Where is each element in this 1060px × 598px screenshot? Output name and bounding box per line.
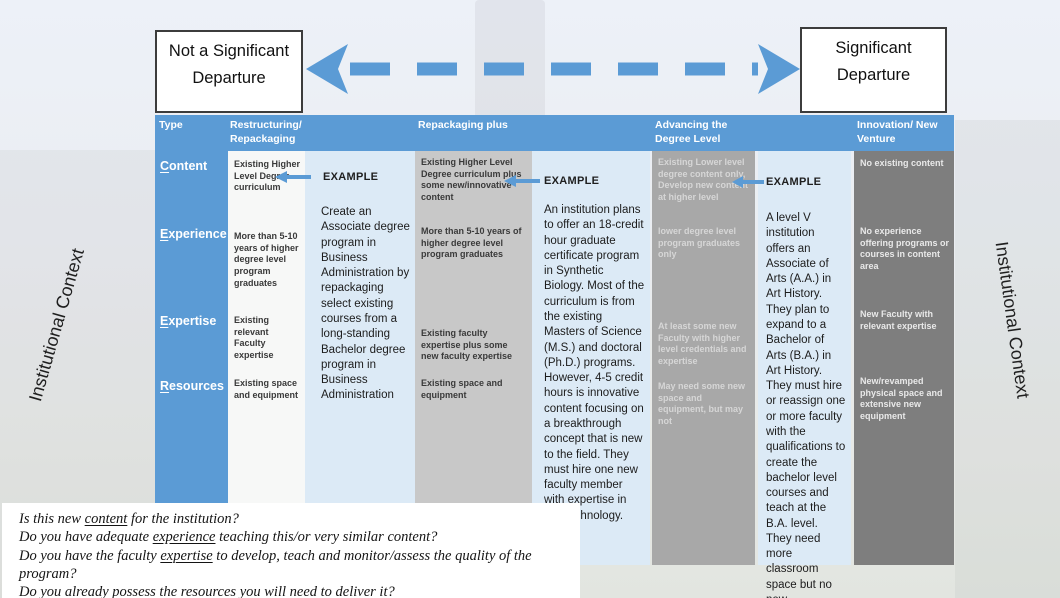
cell-content: Existing Higher Level Degree curriculum … — [421, 157, 522, 203]
header-restructuring-repackaging: Restructuring/ Repackaging — [230, 119, 302, 145]
header-type: Type — [159, 119, 183, 131]
row-label-experience: Experience — [160, 227, 227, 241]
cell-resources: May need some new space and equipment, b… — [658, 381, 746, 427]
cell-experience: lower degree level program graduates onl… — [658, 226, 741, 260]
cell-expertise: Existing faculty expertise plus some new… — [421, 328, 513, 362]
institutional-context-label-right: Institutional Context — [991, 240, 1034, 400]
header-advancing-degree-level: Advancing the Degree Level — [655, 119, 728, 145]
example-text: A level V institution offers an Associat… — [766, 212, 846, 598]
cell-expertise: At least some new Faculty with higher le… — [658, 321, 747, 367]
row-label-resources: Resources — [160, 379, 224, 393]
significant-departure-label: Significant Departure — [835, 39, 912, 84]
example-heading: EXAMPLE — [323, 171, 379, 183]
cell-expertise: Existing relevant Faculty expertise — [234, 315, 274, 361]
cell-resources: Existing space and equipment — [421, 378, 503, 400]
question-expertise: Do you have the faculty expertise to dev… — [19, 547, 532, 582]
row-label-expertise: Expertise — [160, 314, 217, 328]
example-pointer-arrow-icon — [504, 175, 540, 187]
column-advancing-degree-level: Existing Lower level degree content only… — [652, 151, 755, 565]
column-repackaging-plus: Existing Higher Level Degree curriculum … — [415, 151, 532, 505]
cell-content: No existing content — [860, 158, 944, 168]
example-heading: EXAMPLE — [544, 175, 600, 187]
header-repackaging-plus: Repackaging plus — [418, 119, 508, 131]
cell-experience: No experience offering programs or cours… — [860, 226, 950, 272]
question-resources: Do you already possess the resources you… — [19, 584, 395, 598]
guiding-questions-box: Is this new content for the institution?… — [2, 503, 580, 598]
question-experience: Do you have adequate experience teaching… — [19, 529, 438, 546]
example-pointer-arrow-icon — [275, 171, 311, 183]
example-text: An institution plans to offer an 18-cred… — [544, 204, 645, 522]
not-significant-departure-box: Not a Significant Departure — [155, 30, 303, 113]
example-repackaging-plus: EXAMPLE An institution plans to offer an… — [504, 151, 650, 565]
example-restructuring: EXAMPLE Create an Associate degree progr… — [275, 151, 415, 505]
cell-expertise: New Faculty with relevant expertise — [860, 309, 937, 331]
type-column: Content Experience Expertise Resources — [155, 151, 228, 505]
table-header-row: Type Restructuring/ Repackaging Repackag… — [155, 115, 954, 151]
header-innovation-new-venture: Innovation/ New Venture — [857, 119, 938, 145]
example-heading: EXAMPLE — [766, 176, 822, 188]
cell-experience: More than 5-10 years of higher degree le… — [234, 231, 299, 288]
cell-content: Existing Lower level degree content only… — [658, 157, 749, 203]
question-content: Is this new content for the institution? — [19, 511, 239, 527]
example-text: Create an Associate degree program in Bu… — [321, 206, 410, 402]
cell-experience: More than 5-10 years of higher degree le… — [421, 226, 522, 260]
spectrum-dashed-double-arrow-icon — [306, 44, 800, 94]
column-innovation-new-venture: No existing content No experience offeri… — [854, 151, 954, 565]
cell-resources: New/revamped physical space and extensiv… — [860, 376, 943, 422]
row-label-content: Content — [160, 159, 208, 173]
institutional-context-label-left: Institutional Context — [25, 246, 88, 404]
example-advancing-degree-level: EXAMPLE A level V institution offers an … — [732, 151, 851, 598]
cell-resources: Existing space and equipment — [234, 378, 299, 400]
column-restructuring-repackaging: Existing Higher Level Degree curriculum … — [228, 151, 305, 505]
not-significant-departure-label: Not a Significant Departure — [168, 42, 290, 87]
significant-departure-box: Significant Departure — [800, 27, 947, 113]
cell-content: Existing Higher Level Degree curriculum — [234, 159, 301, 193]
example-pointer-arrow-icon — [732, 176, 764, 188]
